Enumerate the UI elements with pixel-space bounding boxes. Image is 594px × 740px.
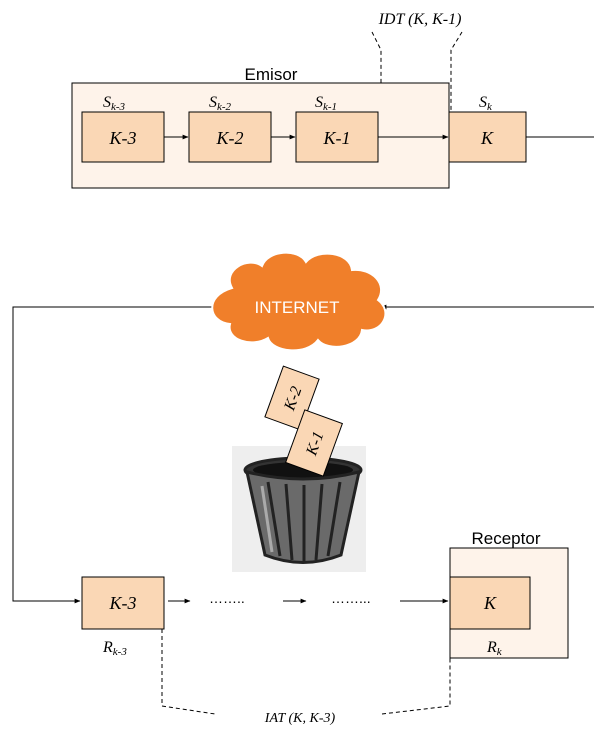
s-label-k: Sk — [479, 94, 493, 113]
dots-1: …….. — [209, 590, 245, 606]
internet-label: INTERNET — [255, 298, 340, 317]
svg-text:K-2: K-2 — [216, 128, 244, 148]
packet-k-3-received — [81, 576, 165, 630]
internet-cloud-icon — [211, 251, 387, 352]
lost-packet-k-1: K-1 — [284, 409, 344, 477]
r-label-k: Rk — [486, 639, 503, 658]
svg-text:K-3: K-3 — [109, 593, 137, 613]
s-label-k-2: Sk-2 — [209, 94, 232, 113]
receptor-title: Receptor — [472, 529, 541, 548]
s-label-k-3: Sk-3 — [103, 94, 126, 113]
packet-k-1 — [295, 111, 379, 163]
svg-text:K-1: K-1 — [323, 128, 351, 148]
s-label-k-1: Sk-1 — [315, 94, 337, 113]
idt-label: IDT (K, K-1) — [378, 11, 462, 28]
idt-bracket-right — [450, 31, 463, 138]
packet-k-sender — [448, 111, 527, 163]
svg-text:K: K — [480, 128, 494, 148]
left-feed-line — [12, 306, 215, 604]
packet-k-2 — [188, 111, 272, 163]
r-label-k-3: Rk-3 — [102, 639, 127, 658]
iat-label: IAT (K, K-3) — [264, 711, 336, 726]
svg-text:K: K — [483, 593, 497, 613]
trash-can-icon — [232, 446, 366, 572]
svg-text:K-3: K-3 — [109, 128, 137, 148]
packet-k-received — [449, 576, 531, 630]
iat-bracket — [161, 629, 451, 715]
packet-k-3 — [81, 111, 165, 163]
emisor-title: Emisor — [245, 65, 298, 84]
dots-2: ……... — [331, 590, 371, 606]
